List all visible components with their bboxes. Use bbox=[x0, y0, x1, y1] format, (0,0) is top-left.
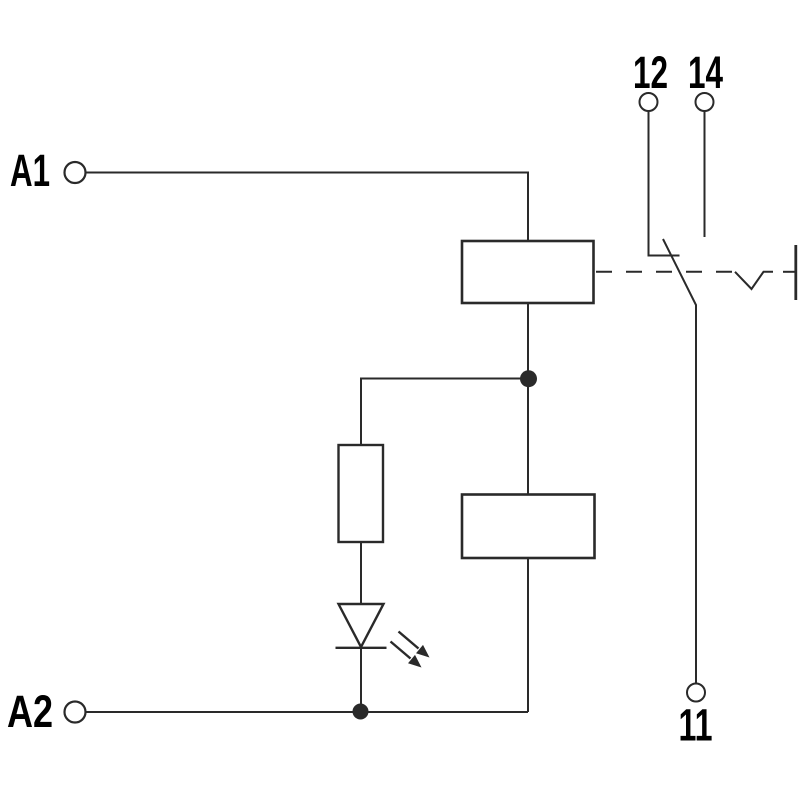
contact-lever bbox=[662, 238, 697, 683]
led-emission-arrowhead-2 bbox=[408, 654, 422, 668]
wire-a1-to-coil bbox=[85, 171, 529, 241]
label-terminal-11: 11 bbox=[679, 700, 713, 751]
junction-dot-upper bbox=[520, 370, 537, 388]
led-emission-arrowhead-1 bbox=[416, 644, 430, 658]
led-emission-arrow-line-2 bbox=[389, 640, 412, 660]
label-terminal-a1: A1 bbox=[10, 145, 50, 196]
terminal-circle-11 bbox=[686, 682, 706, 703]
mechanical-link-notch bbox=[734, 270, 773, 291]
wire-nc-contact-12 bbox=[647, 111, 680, 257]
led-emission-arrow-line-1 bbox=[397, 630, 420, 650]
label-terminal-14: 14 bbox=[688, 47, 723, 98]
junction-dot-lower bbox=[352, 703, 369, 720]
label-terminal-12: 12 bbox=[633, 47, 668, 98]
wire-branch-to-resistor bbox=[360, 377, 528, 445]
label-terminal-a2: A2 bbox=[7, 686, 53, 737]
led-triangle bbox=[336, 602, 386, 650]
